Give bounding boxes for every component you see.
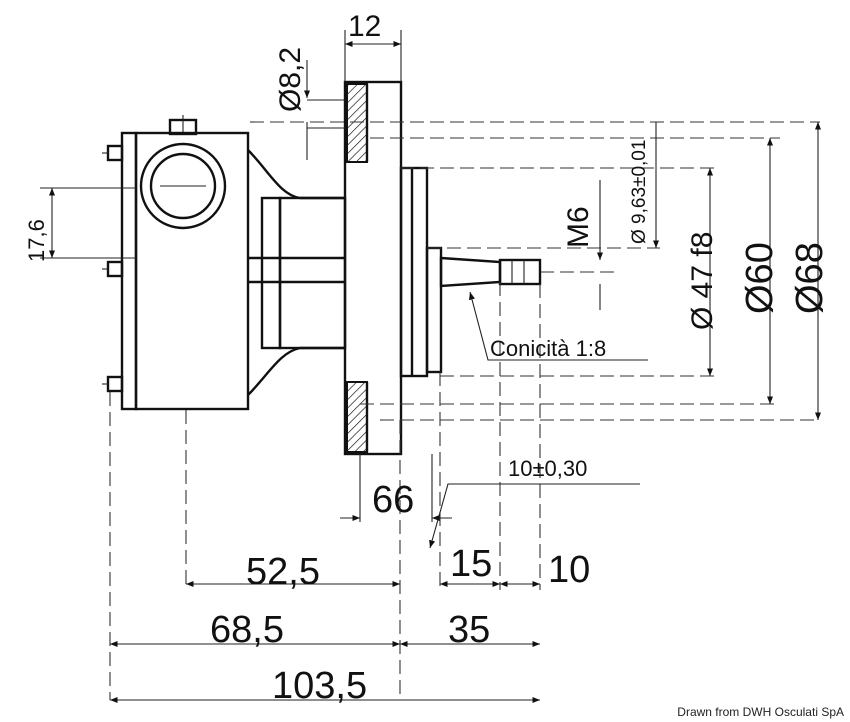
dim-10-tolerance: 10±0,30 bbox=[508, 456, 587, 481]
extension-lines bbox=[109, 30, 820, 700]
port-inner bbox=[149, 152, 217, 220]
port-outer bbox=[139, 142, 227, 230]
bolt-top bbox=[106, 144, 124, 162]
dimension-labels: 12 Ø8,2 17,6 Ø 9,63±0,01 M6 Ø 47 f8 Ø60 … bbox=[24, 10, 831, 707]
dim-35: 35 bbox=[448, 609, 490, 651]
credit-text: Drawn from DWH Osculati SpA bbox=[677, 705, 844, 719]
flange-hatch-bottom bbox=[346, 381, 368, 453]
dim-17-6: 17,6 bbox=[24, 219, 49, 262]
flange-hatch-top bbox=[346, 83, 368, 163]
label-taper: Conicità 1:8 bbox=[490, 336, 606, 361]
pump-body bbox=[102, 115, 347, 411]
dim-103-5: 103,5 bbox=[272, 665, 367, 707]
dim-10: 10 bbox=[548, 549, 590, 591]
dim-12: 12 bbox=[348, 10, 381, 43]
bolt-bottom bbox=[106, 375, 124, 393]
mounting-flange bbox=[343, 80, 443, 456]
dimension-lines bbox=[40, 40, 822, 704]
dim-68-5: 68,5 bbox=[210, 609, 284, 651]
shaft-thread bbox=[498, 258, 542, 286]
dim-diameter-8-2: Ø8,2 bbox=[274, 47, 307, 112]
dim-diameter-68: Ø68 bbox=[789, 242, 831, 314]
dim-66: 66 bbox=[372, 479, 414, 521]
dim-diameter-60: Ø60 bbox=[739, 242, 781, 314]
bolt-middle bbox=[106, 260, 124, 278]
dim-15: 15 bbox=[450, 543, 492, 585]
dim-m6: M6 bbox=[562, 206, 595, 248]
dim-diameter-9-63-tolerance: Ø 9,63±0,01 bbox=[629, 140, 650, 244]
dim-diameter-47-f8: Ø 47 f8 bbox=[686, 232, 719, 330]
dim-52-5: 52,5 bbox=[246, 551, 320, 593]
tapered-shaft bbox=[439, 256, 542, 288]
